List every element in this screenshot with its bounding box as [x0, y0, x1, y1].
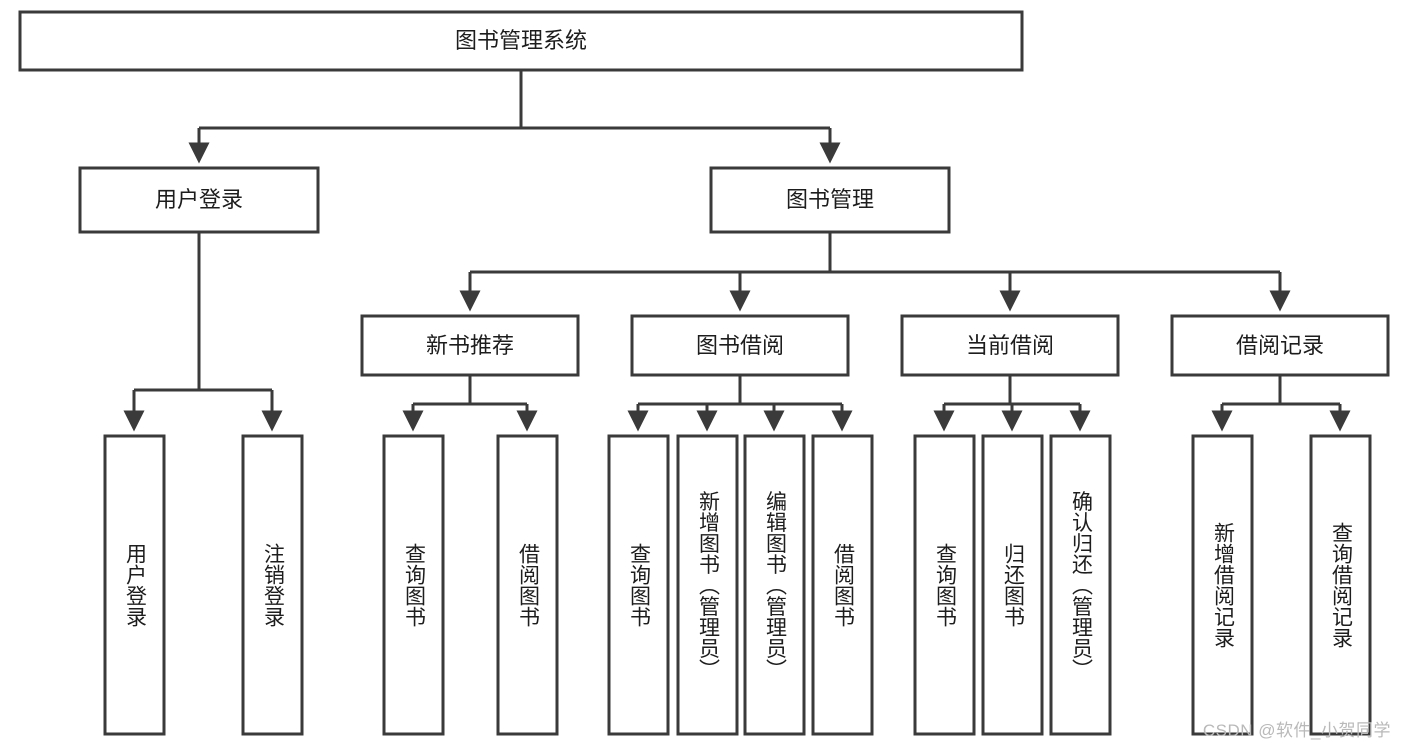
book-borrow-label: 图书借阅 — [696, 333, 784, 358]
leaf-user-login-1[interactable]: 用户登录 — [103, 434, 166, 736]
borrow-record-label: 借阅记录 — [1236, 333, 1324, 358]
leaf-user-login-2[interactable]: 注销登录 — [241, 434, 304, 736]
book-manage-box[interactable] — [709, 166, 951, 234]
book-manage-label: 图书管理 — [786, 187, 874, 212]
leaf-box[interactable] — [981, 434, 1044, 736]
root-label: 图书管理系统 — [455, 28, 587, 53]
leaf-label: 编辑图书（管理员） — [763, 491, 787, 680]
new-book-recommend-label: 新书推荐 — [426, 333, 514, 358]
leaf-label: 确认归还（管理员） — [1069, 491, 1093, 680]
edges-current-borrow-to-leaves — [933, 375, 1091, 432]
leaf-borrow-record-1[interactable]: 新增借阅记录 — [1191, 434, 1254, 736]
leaf-label: 查询图书 — [402, 543, 426, 627]
leaf-box[interactable] — [241, 434, 304, 736]
current-borrow-box[interactable] — [900, 314, 1120, 377]
leaf-box[interactable] — [607, 434, 670, 736]
leaf-label: 注销登录 — [261, 543, 285, 627]
leaf-box[interactable] — [1309, 434, 1372, 736]
leaf-label: 新增图书（管理员） — [696, 491, 720, 680]
leaf-new-book-recommend-2[interactable]: 借阅图书 — [496, 434, 559, 736]
leaf-box[interactable] — [382, 434, 445, 736]
leaf-box[interactable] — [1191, 434, 1254, 736]
node-root[interactable]: 图书管理系统 — [18, 10, 1024, 72]
edges-book-borrow-to-leaves — [627, 375, 853, 432]
node-book-borrow[interactable]: 图书借阅 — [630, 314, 850, 377]
node-current-borrow[interactable]: 当前借阅 — [900, 314, 1120, 377]
leaf-box[interactable] — [496, 434, 559, 736]
leaf-current-borrow-3[interactable]: 确认归还（管理员） — [1049, 434, 1112, 736]
leaf-book-borrow-2[interactable]: 新增图书（管理员） — [676, 434, 739, 736]
book-borrow-box[interactable] — [630, 314, 850, 377]
node-book-manage[interactable]: 图书管理 — [709, 166, 951, 234]
leaf-current-borrow-2[interactable]: 归还图书 — [981, 434, 1044, 736]
leaf-box[interactable] — [676, 434, 739, 736]
leaf-label: 新增借阅记录 — [1211, 522, 1235, 648]
leaf-label: 借阅图书 — [516, 543, 540, 627]
user-login-label: 用户登录 — [155, 187, 243, 212]
leaf-box[interactable] — [1049, 434, 1112, 736]
root-box[interactable] — [18, 10, 1024, 72]
edges-book-manage-to-level3 — [459, 232, 1291, 312]
leaf-label: 借阅图书 — [831, 543, 855, 627]
edges-user-login-to-leaves — [123, 232, 283, 432]
node-borrow-record[interactable]: 借阅记录 — [1170, 314, 1390, 377]
edges-borrow-record-to-leaves — [1211, 375, 1351, 432]
leaf-label: 查询图书 — [933, 543, 957, 627]
leaf-box[interactable] — [103, 434, 166, 736]
edges-root-to-level2 — [188, 70, 841, 164]
leaf-label: 查询借阅记录 — [1329, 522, 1353, 648]
leaf-label: 查询图书 — [627, 543, 651, 627]
current-borrow-label: 当前借阅 — [966, 333, 1054, 358]
leaf-book-borrow-3[interactable]: 编辑图书（管理员） — [743, 434, 806, 736]
leaf-book-borrow-4[interactable]: 借阅图书 — [811, 434, 874, 736]
leaf-box[interactable] — [811, 434, 874, 736]
leaf-book-borrow-1[interactable]: 查询图书 — [607, 434, 670, 736]
leaf-label: 归还图书 — [1001, 543, 1025, 627]
leaf-borrow-record-2[interactable]: 查询借阅记录 — [1309, 434, 1372, 736]
leaf-box[interactable] — [743, 434, 806, 736]
new-book-recommend-box[interactable] — [360, 314, 580, 377]
borrow-record-box[interactable] — [1170, 314, 1390, 377]
node-new-book-recommend[interactable]: 新书推荐 — [360, 314, 580, 377]
edges-new-book-recommend-to-leaves — [402, 375, 538, 432]
csdn-watermark: CSDN @软件_小贺同学 — [1202, 721, 1391, 740]
leaf-box[interactable] — [913, 434, 976, 736]
leaf-label: 用户登录 — [123, 543, 147, 627]
leaf-current-borrow-1[interactable]: 查询图书 — [913, 434, 976, 736]
leaf-new-book-recommend-1[interactable]: 查询图书 — [382, 434, 445, 736]
node-user-login[interactable]: 用户登录 — [78, 166, 320, 234]
